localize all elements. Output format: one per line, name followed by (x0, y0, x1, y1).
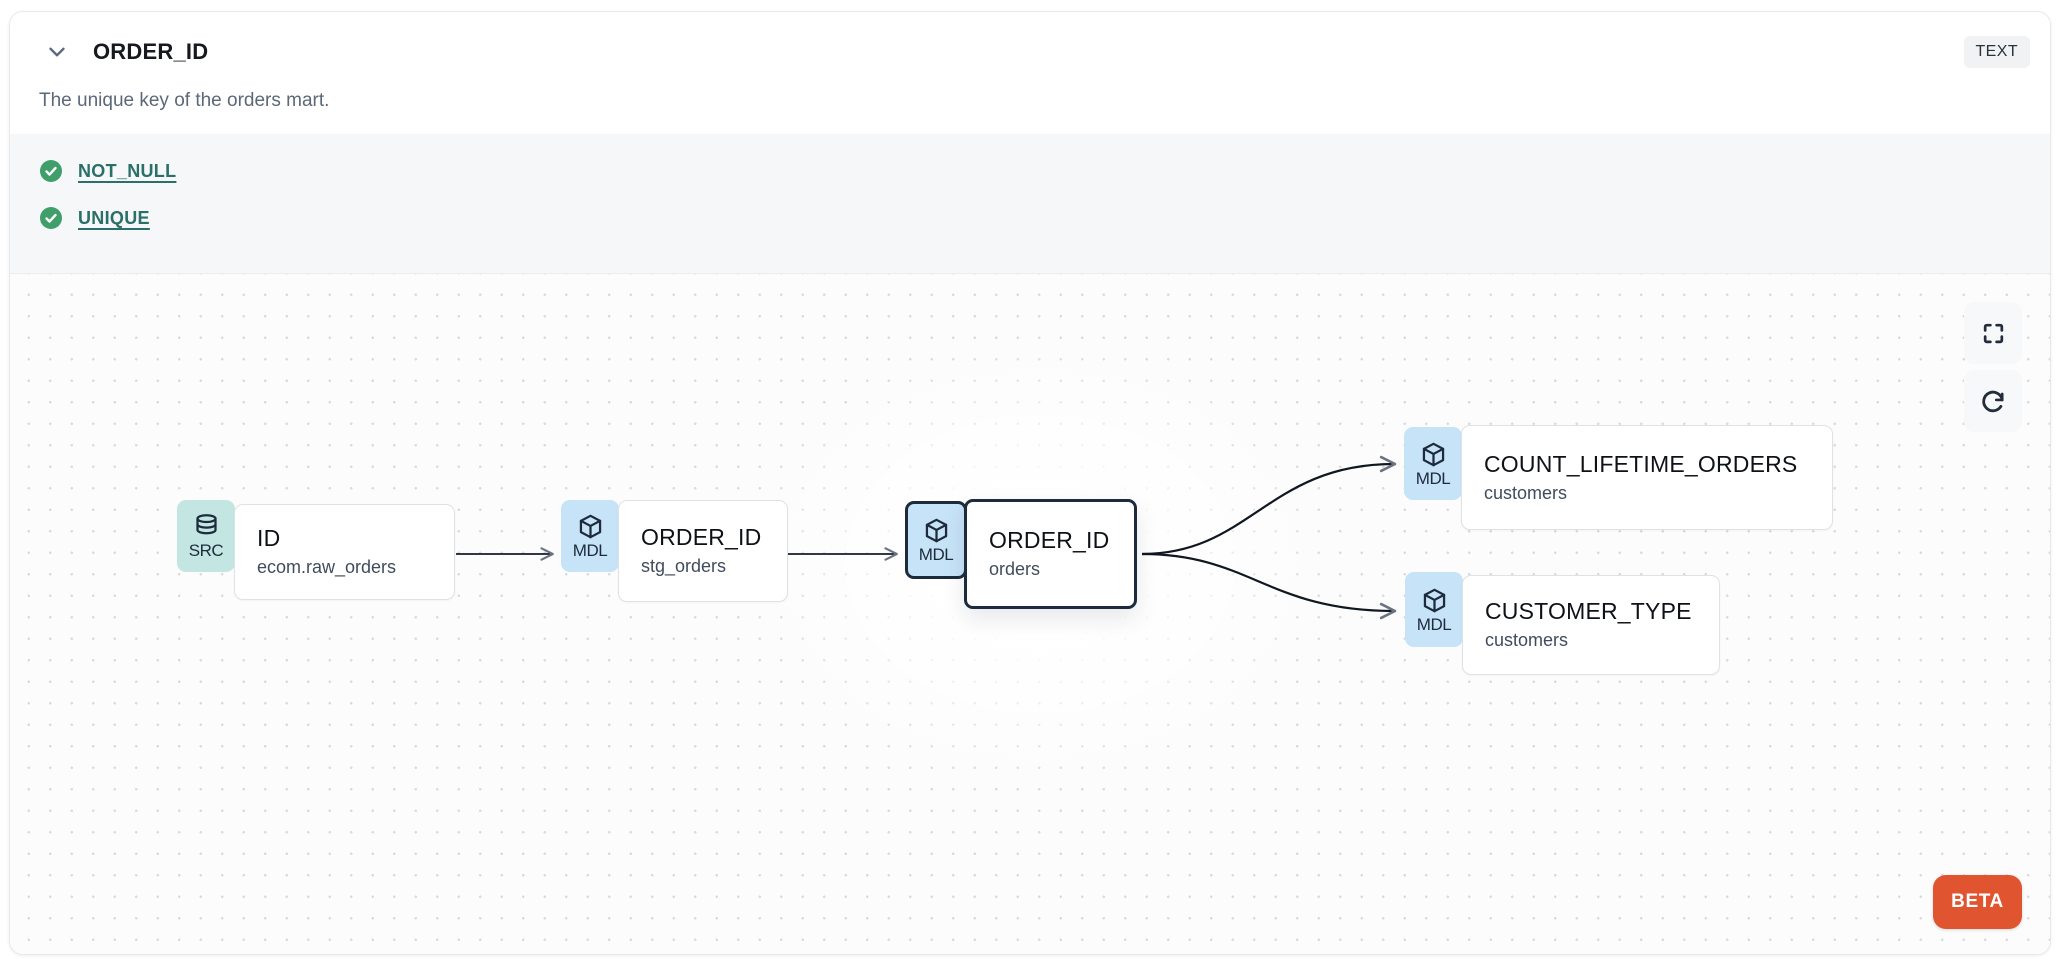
lineage-edges (456, 455, 1397, 620)
tests-section: NOT_NULL UNIQUE (10, 134, 2050, 273)
data-type-badge: TEXT (1963, 36, 2030, 68)
refresh-icon (1980, 388, 2006, 414)
chevron-down-icon (44, 39, 70, 65)
node-name: ORDER_ID (641, 524, 762, 550)
column-description: The unique key of the orders mart. (39, 90, 330, 111)
cube-icon (577, 513, 604, 540)
database-icon (193, 513, 220, 540)
node-name: ID (257, 525, 281, 551)
lineage-canvas[interactable]: SRC ID ecom.raw_orders MDL ORDER_ID stg_… (10, 273, 2050, 954)
lineage-node-orderid-orders-selected[interactable]: MDL ORDER_ID orders (905, 499, 1137, 609)
lineage-node-id-raw-orders[interactable]: SRC ID ecom.raw_orders (177, 500, 455, 600)
test-link-not-null[interactable]: NOT_NULL (78, 160, 177, 181)
node-name: COUNT_LIFETIME_ORDERS (1484, 450, 1798, 477)
node-subtitle: orders (989, 559, 1041, 579)
cube-icon (1420, 441, 1447, 468)
node-badge-label: MDL (1416, 614, 1452, 634)
panel-header: ORDER_ID TEXT The unique key of the orde… (10, 12, 2050, 134)
node-name: ORDER_ID (989, 527, 1110, 553)
column-details-panel: ORDER_ID TEXT The unique key of the orde… (9, 11, 2051, 955)
collapse-button[interactable] (39, 34, 75, 70)
edge-orders-to-type (1141, 552, 1397, 620)
node-subtitle: customers (1485, 630, 1569, 650)
node-subtitle: customers (1484, 482, 1568, 503)
lineage-node-orderid-stg-orders[interactable]: MDL ORDER_ID stg_orders (561, 500, 788, 602)
lineage-node-customer-type[interactable]: MDL CUSTOMER_TYPE customers (1405, 572, 1720, 675)
refresh-button[interactable] (1964, 370, 2022, 432)
check-circle-icon (39, 206, 63, 230)
fullscreen-button[interactable] (1964, 302, 2022, 364)
check-circle-icon (39, 159, 63, 183)
test-link-unique[interactable]: UNIQUE (78, 207, 150, 228)
node-badge-label: MDL (918, 545, 954, 564)
column-title: ORDER_ID (93, 39, 209, 64)
node-subtitle: ecom.raw_orders (257, 557, 397, 577)
node-badge-label: MDL (572, 541, 608, 560)
test-row: NOT_NULL (39, 158, 2050, 184)
lineage-node-count-lifetime-orders[interactable]: MDL COUNT_LIFETIME_ORDERS customers (1404, 425, 1833, 530)
node-subtitle: stg_orders (641, 556, 727, 576)
fullscreen-icon (1981, 321, 2006, 346)
test-row: UNIQUE (39, 205, 2050, 231)
node-badge-label: MDL (1415, 468, 1451, 488)
node-name: CUSTOMER_TYPE (1485, 598, 1692, 624)
cube-icon (923, 517, 950, 544)
edge-orders-to-count (1141, 455, 1397, 556)
canvas-controls (1964, 302, 2022, 432)
cube-icon (1421, 587, 1448, 614)
beta-badge-button[interactable]: BETA (1933, 875, 2022, 929)
node-badge-label: SRC (188, 541, 224, 560)
